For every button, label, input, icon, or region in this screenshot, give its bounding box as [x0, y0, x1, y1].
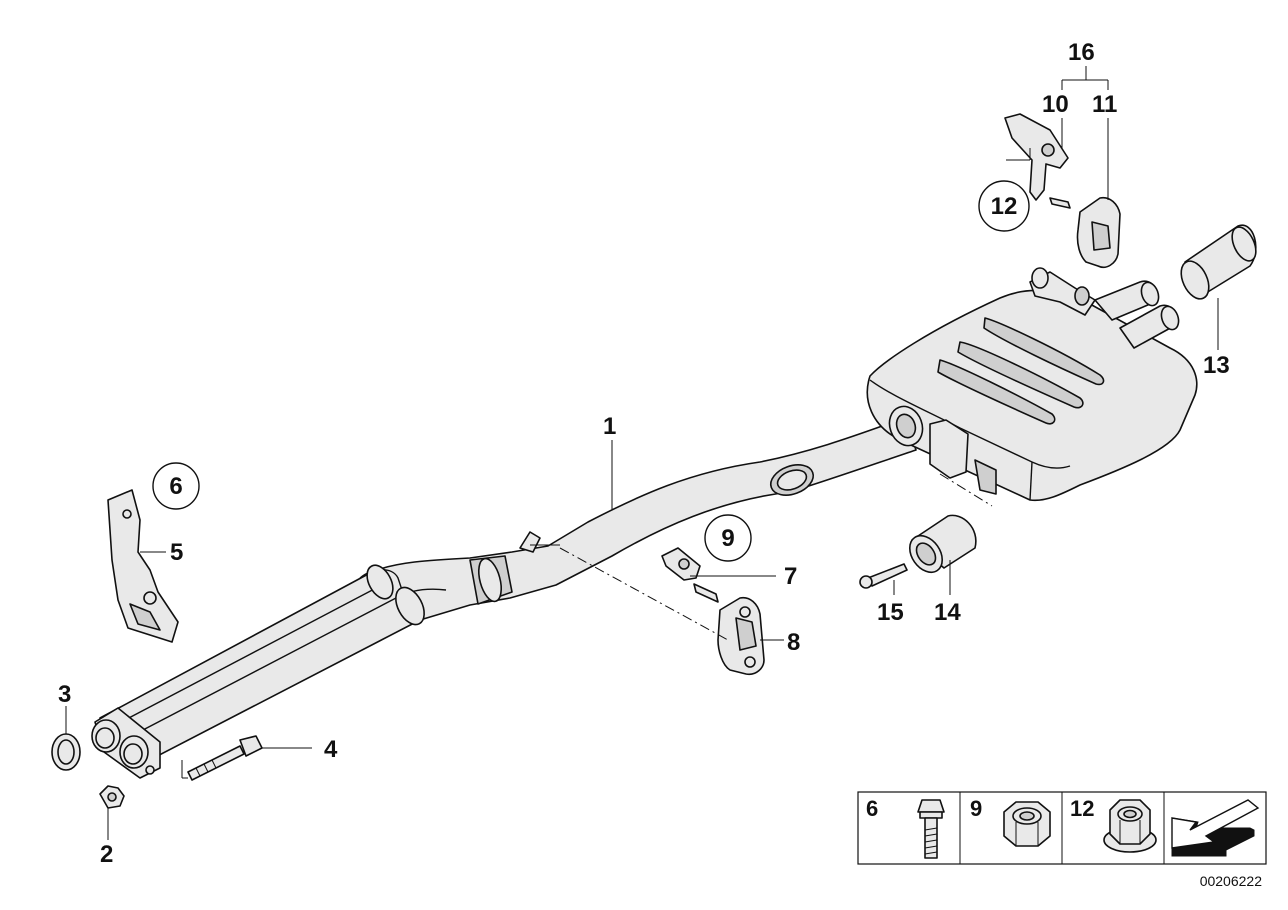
flange-nut-icon — [1103, 799, 1157, 853]
front-bracket — [107, 489, 179, 643]
callout-9-circle — [704, 514, 752, 562]
fastener-legend: 6 9 12 — [857, 791, 1267, 865]
upper-rubber-hanger — [1076, 196, 1121, 269]
callout-3: 3 — [58, 681, 71, 708]
hanger-bracket — [661, 547, 719, 603]
callout-4: 4 — [324, 736, 338, 763]
callout-14: 14 — [934, 599, 961, 626]
callout-6-circle — [152, 462, 200, 510]
rubber-mount — [908, 514, 977, 574]
callout-8: 8 — [787, 629, 800, 656]
hex-nut-icon — [1003, 801, 1051, 847]
legend-number-9: 9 — [970, 796, 982, 821]
legend-number-12: 12 — [1070, 796, 1094, 821]
callout-15: 15 — [877, 599, 904, 626]
callout-7: 7 — [784, 563, 797, 590]
callout-2: 2 — [100, 841, 113, 868]
callout-1: 1 — [603, 413, 616, 440]
exhaust-pipe-assembly — [91, 417, 917, 779]
flange-nut — [99, 785, 125, 809]
callout-12-circle — [978, 180, 1030, 232]
callout-9: 9 — [721, 525, 734, 552]
callout-6: 6 — [169, 473, 182, 500]
assembly-lines — [559, 473, 993, 641]
legend-number-6: 6 — [866, 796, 878, 821]
exhaust-bolt — [187, 735, 263, 781]
rubber-hanger — [717, 596, 765, 676]
mount-bolt — [859, 563, 908, 589]
callout-labels: 1 2 3 4 5 6 7 8 9 10 11 12 13 14 15 16 — [58, 39, 1230, 868]
tailpipe-tip — [1180, 224, 1257, 300]
document-number: 00206222 — [1200, 873, 1263, 889]
leader-lines — [65, 66, 1219, 840]
gasket-ring — [51, 733, 81, 771]
callout-13: 13 — [1203, 352, 1230, 379]
callout-11: 11 — [1092, 91, 1117, 118]
callout-12: 12 — [991, 193, 1018, 220]
upper-hanger-bracket — [1004, 113, 1071, 209]
direction-arrow-icon — [1171, 799, 1260, 857]
callout-16: 16 — [1068, 39, 1095, 66]
rear-muffler — [866, 267, 1198, 502]
callout-5: 5 — [170, 539, 183, 566]
callout-10: 10 — [1042, 91, 1069, 118]
bolt-icon — [917, 799, 945, 859]
